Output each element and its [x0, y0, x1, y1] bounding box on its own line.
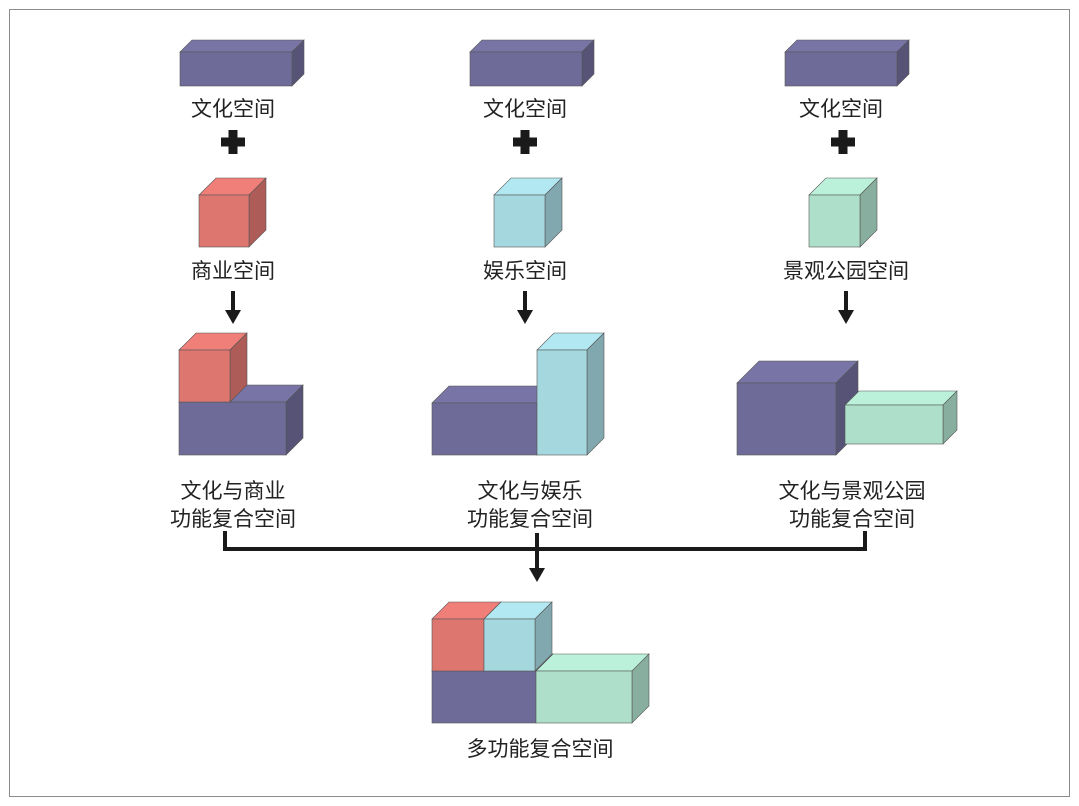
col1-commerce-cube [198, 177, 267, 248]
col2-plus-icon-v [520, 130, 530, 154]
col1-composite-commerce-front [178, 349, 231, 403]
col2-composite-culture-front [431, 402, 538, 456]
col3-composite-culture [736, 360, 859, 456]
col2-arrow-icon [517, 291, 533, 324]
merge-bracket [223, 531, 867, 551]
col3-composite-park-top [844, 390, 958, 406]
col1-culture-bar-front [179, 51, 293, 87]
col2-culture-bar-front [469, 51, 583, 87]
col1-plus-icon [221, 130, 245, 154]
col2-composite-entertainment-side [586, 332, 605, 456]
final-commerce-front [431, 618, 485, 672]
col2-entertainment-cube [493, 177, 563, 248]
col2-culture-bar [469, 39, 595, 87]
col3-second-label: 景观公园空间 [783, 259, 909, 283]
col2-plus-icon [513, 130, 537, 154]
col1-composite-culture [178, 384, 304, 456]
final-park [535, 653, 650, 724]
final-culture-front [431, 670, 537, 724]
final-park-front [535, 670, 633, 724]
col1-composite-label-line1: 文化与商业 [180, 479, 286, 503]
col2-composite-label-line2: 功能复合空间 [467, 507, 593, 531]
col2-arrow-icon-head [517, 310, 533, 324]
col1-arrow-icon [225, 291, 241, 324]
col3-composite-culture-front [736, 382, 837, 456]
col3-arrow-icon [838, 291, 854, 324]
merge-arrow-icon [529, 533, 545, 582]
col3-park-cube-front [808, 194, 861, 248]
col1-culture-bar-top [179, 39, 305, 53]
col3-culture-bar-top [784, 39, 910, 53]
col2-composite-culture-top [431, 385, 555, 404]
col3-composite-label-line2: 功能复合空间 [789, 507, 915, 531]
col2-composite-label-line1: 文化与娱乐 [477, 479, 583, 503]
col3-culture-bar [784, 39, 910, 87]
final-label: 多功能复合空间 [466, 737, 614, 761]
col3-culture-bar-front [784, 51, 898, 87]
col1-culture-bar [179, 39, 305, 87]
col1-plus-icon-v [228, 130, 238, 154]
final-park-top [535, 653, 650, 672]
col1-composite-label-line2: 功能复合空间 [170, 507, 296, 531]
final-entertainment [483, 601, 553, 672]
col3-plus-icon [831, 130, 855, 154]
col3-park-cube [808, 177, 878, 248]
col2-composite-entertainment-front [536, 349, 588, 456]
col2-composite-entertainment [536, 332, 605, 456]
col2-culture-bar-top [469, 39, 595, 53]
col3-top-label: 文化空间 [799, 97, 883, 121]
col3-composite-label-line1: 文化与景观公园 [778, 479, 926, 503]
col1-top-label: 文化空间 [191, 97, 275, 121]
col1-arrow-icon-head [225, 310, 241, 324]
col3-composite-park-front [844, 404, 944, 445]
col2-second-label: 娱乐空间 [483, 259, 567, 283]
col2-composite-culture [431, 385, 555, 456]
col3-arrow-icon-head [838, 310, 854, 324]
col2-entertainment-cube-front [493, 194, 546, 248]
col1-composite-commerce [178, 332, 248, 403]
col1-composite-culture-front [178, 401, 287, 456]
col2-top-label: 文化空间 [483, 97, 567, 121]
col1-commerce-cube-front [198, 194, 250, 248]
col1-second-label: 商业空间 [191, 259, 275, 283]
final-entertainment-front [483, 618, 536, 672]
col3-composite-park [844, 390, 958, 445]
merge-arrow-icon-head [529, 568, 545, 582]
col3-plus-icon-v [838, 130, 848, 154]
diagram-frame [9, 9, 1070, 797]
